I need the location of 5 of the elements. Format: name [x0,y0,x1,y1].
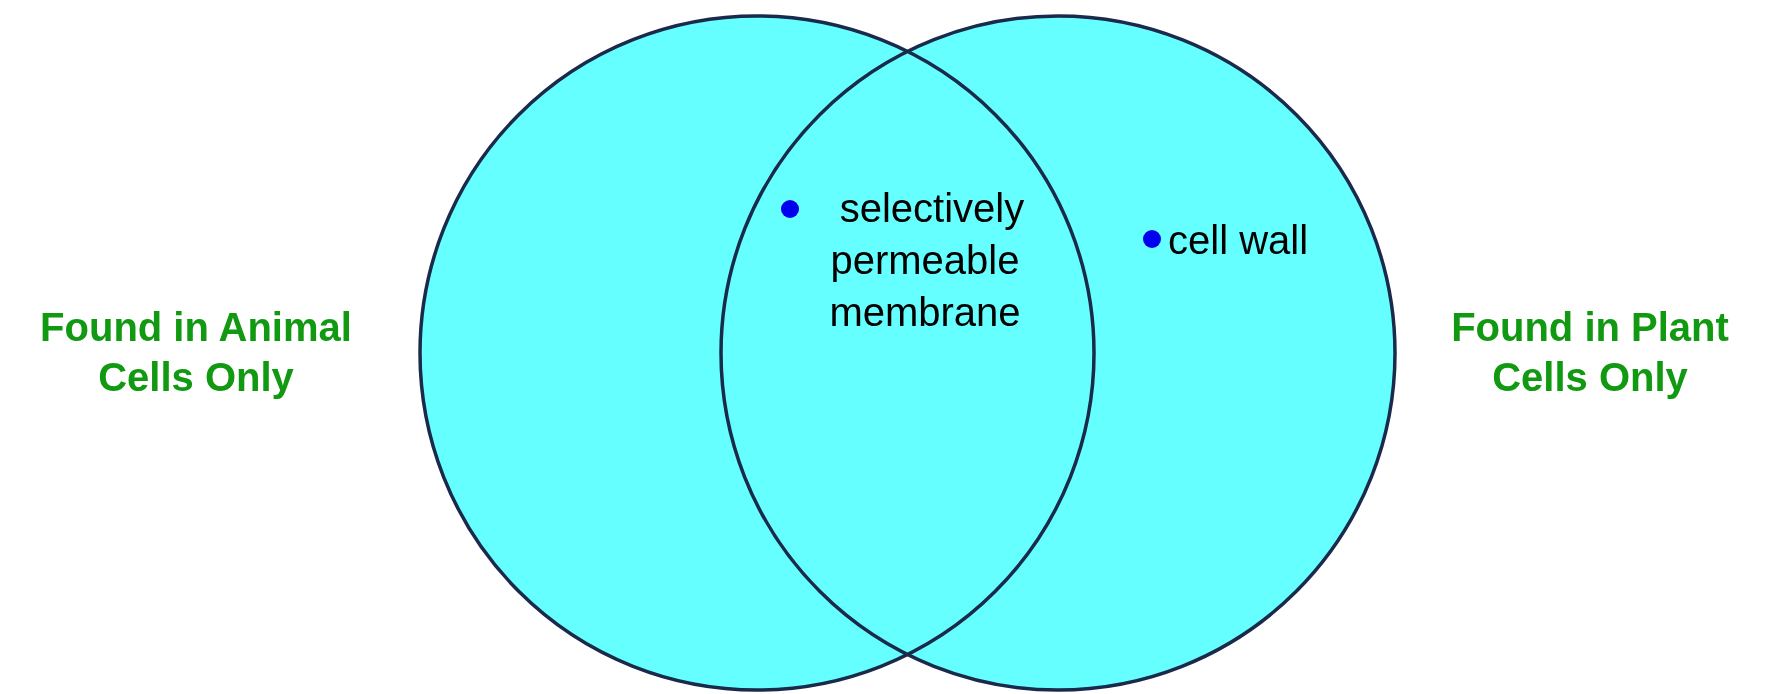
set-heading: Found in Plant Cells Only [1450,304,1730,401]
venn-circle [719,14,1397,692]
set-heading: Found in Animal Cells Only [39,304,353,401]
list-item-text: cell wall [1168,217,1310,264]
list-item-text: selectively permeable membrane [828,185,1026,336]
